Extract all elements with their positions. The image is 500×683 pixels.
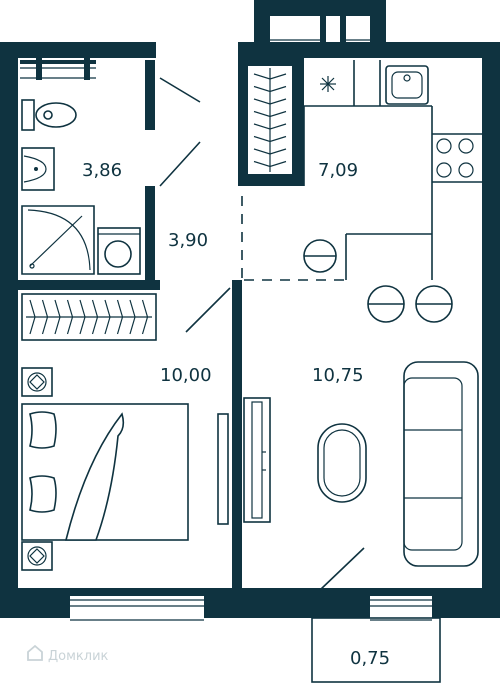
hanger-icon bbox=[116, 299, 124, 335]
room-area-bedroom: 10,00 bbox=[160, 365, 212, 386]
hanger-icon bbox=[253, 135, 287, 143]
hanger-icon bbox=[253, 110, 287, 118]
room-area-kitchen: 7,09 bbox=[318, 160, 358, 181]
hanger-icon bbox=[141, 299, 149, 335]
sink-icon bbox=[21, 147, 55, 191]
hanger-icon bbox=[54, 299, 61, 335]
bar-stools bbox=[367, 285, 453, 323]
bathroom-fixtures bbox=[21, 99, 141, 275]
hanger-icon bbox=[41, 299, 49, 335]
fridge-icon bbox=[320, 76, 336, 92]
hanger-icon bbox=[91, 299, 99, 335]
bed-icon bbox=[21, 403, 189, 541]
shower-icon bbox=[21, 205, 95, 275]
hanger-icon bbox=[129, 299, 136, 335]
hanger-icon bbox=[253, 98, 287, 105]
hanger-icon bbox=[253, 160, 287, 168]
hanger-icon bbox=[253, 85, 287, 93]
hanger-icon bbox=[79, 299, 86, 335]
toilet-icon bbox=[21, 99, 77, 131]
room-area-balcony: 0,75 bbox=[350, 648, 390, 669]
sofa-icon bbox=[403, 361, 479, 567]
room-area-living: 10,75 bbox=[312, 365, 364, 386]
bedroom-fixtures bbox=[21, 367, 229, 571]
room-labels: 3,86 3,90 7,09 10,00 10,75 0,75 bbox=[82, 160, 390, 669]
living-fixtures bbox=[243, 361, 479, 567]
room-area-hallway: 3,90 bbox=[168, 230, 208, 251]
balcony bbox=[311, 547, 441, 683]
kitchen-zone-line bbox=[241, 196, 346, 281]
door-swings bbox=[159, 77, 231, 333]
wardrobe-icon bbox=[21, 293, 157, 341]
watermark-text: Домклик bbox=[48, 649, 109, 664]
hanger-icon bbox=[253, 148, 287, 155]
hanger-icon bbox=[29, 299, 36, 335]
hanger-icon bbox=[253, 123, 287, 130]
hanger-icon bbox=[253, 73, 287, 80]
tv-stand-icon bbox=[243, 397, 271, 523]
stove-icon bbox=[436, 138, 474, 178]
nightstand-icon bbox=[21, 541, 53, 571]
hanger-icon bbox=[104, 299, 111, 335]
chair-icon bbox=[303, 239, 337, 273]
nightstand-icon bbox=[21, 367, 53, 397]
kitchen-fixtures bbox=[303, 60, 482, 280]
watermark: Домклик bbox=[27, 644, 109, 664]
hanger-icon bbox=[66, 299, 74, 335]
home-icon bbox=[27, 644, 43, 661]
closet-icon bbox=[253, 68, 287, 172]
kitchen-sink-icon bbox=[385, 65, 429, 105]
coffee-table-icon bbox=[317, 423, 367, 503]
tv-icon bbox=[217, 413, 229, 525]
windows bbox=[20, 16, 432, 622]
room-area-bathroom: 3,86 bbox=[82, 160, 122, 181]
washing-machine-icon bbox=[97, 227, 141, 275]
